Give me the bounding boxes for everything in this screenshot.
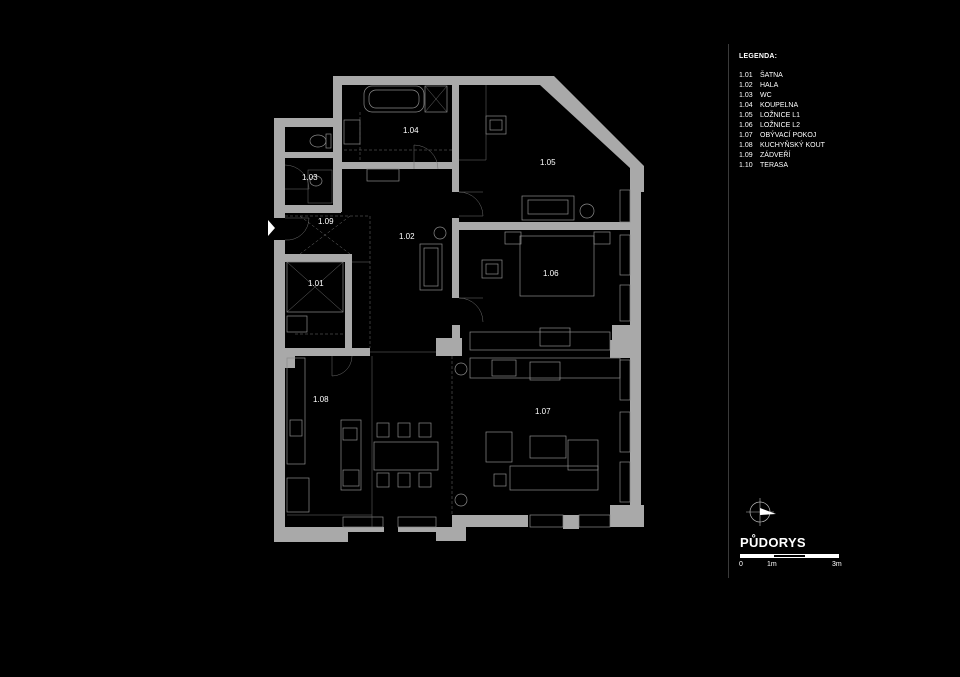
room-label: 1.08 [313,395,329,404]
legend-item: 1.10 TERASA [739,161,825,171]
legend-code: 1.05 [739,112,753,119]
scale-bar: 0 1m 3m [739,554,842,568]
doors [284,144,484,377]
bathroom-fixtures [343,85,452,182]
room-label: 1.02 [399,232,415,241]
room-label: 1.01 [308,279,324,288]
legend-code: 1.06 [739,122,753,129]
exterior-walls [274,76,644,542]
interior-walls [285,80,641,368]
legend-code: 1.08 [739,142,753,149]
bedroom-1-furniture [459,85,595,221]
legend-name: WC [760,92,772,99]
windows [342,189,631,528]
sidebar-divider [728,44,729,578]
legend-code: 1.04 [739,102,753,109]
scale-segment [773,554,806,558]
wc-fixtures [307,133,333,204]
legend-name: ŠATNA [760,72,783,79]
legend-item: 1.01 ŠATNA [739,71,825,81]
scale-label: 1m [767,561,777,568]
legend-name: KUCHYŇSKÝ KOUT [760,142,825,149]
room-labels: 1.01 1.02 1.03 1.04 1.05 1.06 1.07 1.08 … [302,126,559,416]
legend-code: 1.01 [739,72,753,79]
room-label: 1.04 [403,126,419,135]
legend-name: LOŽNICE L2 [760,122,801,129]
room-label: 1.05 [540,158,556,167]
bedroom-2-furniture [469,231,611,351]
legend-item: 1.06 LOŽNICE L2 [739,121,825,131]
legend-name: ZÁDVEŘÍ [760,152,791,159]
scale-segment [740,554,773,558]
drawing-title: PŮDORYS [740,535,806,550]
legend-name: HALA [760,82,779,89]
legend-code: 1.10 [739,162,753,169]
legend-item: 1.05 LOŽNICE L1 [739,111,825,121]
legend-title: LEGENDA: [739,53,778,60]
living-room-furniture [451,356,621,515]
entrance-arrow-icon [268,220,275,236]
legend-code: 1.03 [739,92,753,99]
legend-code: 1.07 [739,132,753,139]
closet-fixtures [286,261,345,335]
legend-code: 1.02 [739,82,753,89]
room-label: 1.09 [318,217,334,226]
legend-name: KOUPELNA [760,102,799,109]
legend-item: 1.08 KUCHYŇSKÝ KOUT [739,141,825,151]
legend-item: 1.04 KOUPELNA [739,101,825,111]
legend-name: LOŽNICE L1 [760,112,801,119]
legend-item: 1.02 HALA [739,81,825,91]
scale-segment [806,554,839,558]
room-label: 1.03 [302,173,318,182]
legend-item: 1.09 ZÁDVEŘÍ [739,151,825,161]
legend-name: OBÝVACÍ POKOJ [760,132,817,139]
legend-name: TERASA [760,162,789,169]
hall-furniture [285,215,447,348]
legend-code: 1.09 [739,152,753,159]
dining-furniture [371,356,439,527]
legend-item: 1.03 WC [739,91,825,101]
room-label: 1.06 [543,269,559,278]
scale-label: 0 [739,561,743,568]
north-arrow-icon [746,498,776,526]
room-label: 1.07 [535,407,551,416]
scale-label: 3m [832,561,842,568]
kitchen-fixtures [286,357,372,516]
legend-item: 1.07 OBÝVACÍ POKOJ [739,131,825,141]
